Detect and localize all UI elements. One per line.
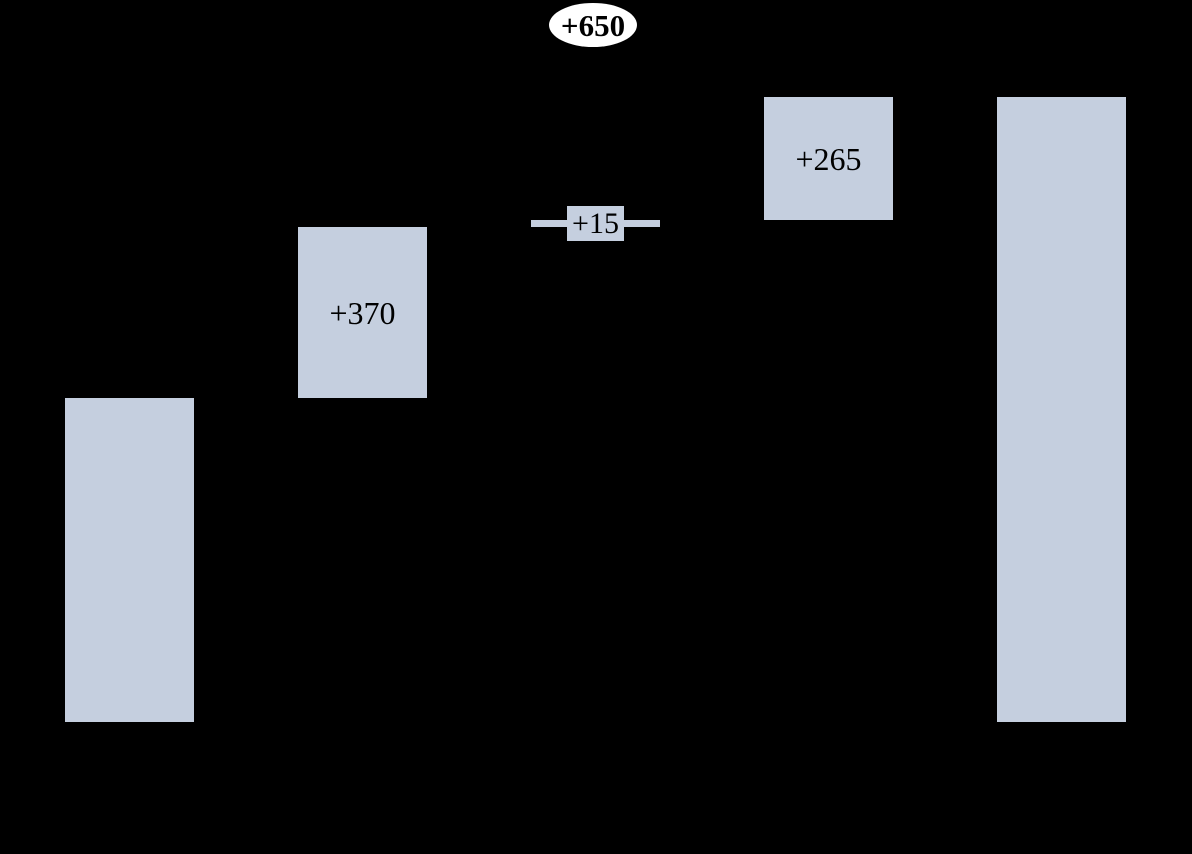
waterfall-bar-1 <box>65 398 194 722</box>
waterfall-bar-4 <box>764 97 893 220</box>
waterfall-bar-5 <box>997 97 1126 722</box>
total-annotation-label: +650 <box>560 7 626 43</box>
waterfall-bar-2 <box>298 227 427 398</box>
total-annotation-oval: +650 <box>549 3 637 47</box>
bar-label-3: +15 <box>567 206 624 241</box>
bar-label-4: +265 <box>795 140 862 177</box>
bar-label-2: +370 <box>329 294 396 331</box>
